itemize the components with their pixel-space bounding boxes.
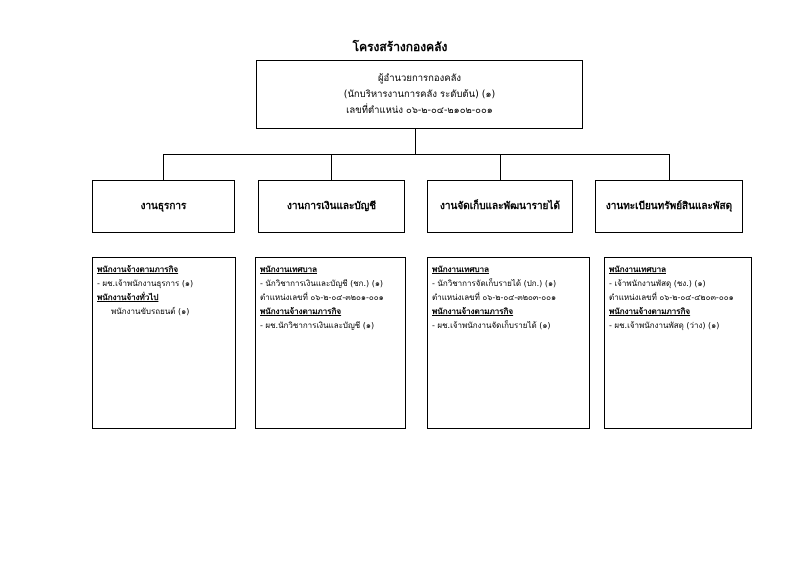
staff-line: - ผช.เจ้าพนักงานธุรการ (๑) [97,279,194,288]
dept-box-finance-accounting: งานการเงินและบัญชี [258,180,405,233]
connector-horizontal [163,154,670,155]
staff-box-finance-accounting: พนักงานเทศบาล - นักวิชาการเงินและบัญชี (… [255,257,406,429]
staff-heading: พนักงานเทศบาล [432,265,490,274]
connector-drop-2 [331,154,332,180]
staff-position-number: ตำแหน่งเลขที่ ๐๖-๒-๐๔-๓๒๐๓-๐๐๑ [432,293,557,302]
director-title: ผู้อำนวยการกองคลัง [377,72,462,84]
staff-line: - เจ้าพนักงานพัสดุ (ชง.) (๑) [609,279,706,288]
dept-name: งานการเงินและบัญชี [286,201,377,212]
staff-box-general-admin: พนักงานจ้างตามภารกิจ - ผช.เจ้าพนักงานธุร… [92,257,236,429]
staff-line: - ผช.เจ้าพนักงานพัสดุ (ว่าง) (๑) [609,321,720,330]
dept-box-general-admin: งานธุรการ [92,180,235,233]
staff-line: - นักวิชาการเงินและบัญชี (ชก.) (๑) [260,279,384,288]
director-box: ผู้อำนวยการกองคลัง (นักบริหารงานการคลัง … [256,60,583,129]
connector-trunk [415,129,416,154]
staff-heading: พนักงานจ้างตามภารกิจ [260,307,342,316]
director-position-number: เลขที่ตำแหน่ง ๐๖-๒-๐๔-๒๑๐๒-๐๐๑ [346,104,493,116]
staff-line: - นักวิชาการจัดเก็บรายได้ (ปก.) (๑) [432,279,557,288]
connector-drop-3 [500,154,501,180]
staff-box-assets-supplies: พนักงานเทศบาล - เจ้าพนักงานพัสดุ (ชง.) (… [604,257,752,429]
staff-line: พนักงานขับรถยนต์ (๑) [111,307,190,316]
connector-drop-1 [163,154,164,180]
staff-heading: พนักงานจ้างตามภารกิจ [609,307,691,316]
dept-name: งานธุรการ [140,201,187,212]
director-level: (นักบริหารงานการคลัง ระดับต้น) (๑) [343,88,496,100]
dept-name: งานจัดเก็บและพัฒนารายได้ [440,201,560,212]
staff-box-revenue: พนักงานเทศบาล - นักวิชาการจัดเก็บรายได้ … [427,257,590,429]
staff-heading: พนักงานจ้างตามภารกิจ [432,307,514,316]
dept-box-revenue: งานจัดเก็บและพัฒนารายได้ [427,180,573,233]
staff-heading: พนักงานจ้างตามภารกิจ [97,265,179,274]
staff-line: - ผช.นักวิชาการเงินและบัญชี (๑) [260,321,375,330]
staff-line: - ผช.เจ้าพนักงานจัดเก็บรายได้ (๑) [432,321,551,330]
staff-heading: พนักงานเทศบาล [609,265,667,274]
dept-box-assets-supplies: งานทะเบียนทรัพย์สินและพัสดุ [595,180,743,233]
staff-position-number: ตำแหน่งเลขที่ ๐๖-๒-๐๔-๔๒๐๓-๐๐๑ [609,293,734,302]
chart-title: โครงสร้างกองคลัง [352,40,448,54]
staff-heading: พนักงานเทศบาล [260,265,318,274]
staff-heading: พนักงานจ้างทั่วไป [97,293,159,302]
connector-drop-4 [669,154,670,180]
staff-position-number: ตำแหน่งเลขที่ ๐๖-๒-๐๔-๓๒๐๑-๐๐๑ [260,293,384,302]
dept-name: งานทะเบียนทรัพย์สินและพัสดุ [605,201,733,212]
